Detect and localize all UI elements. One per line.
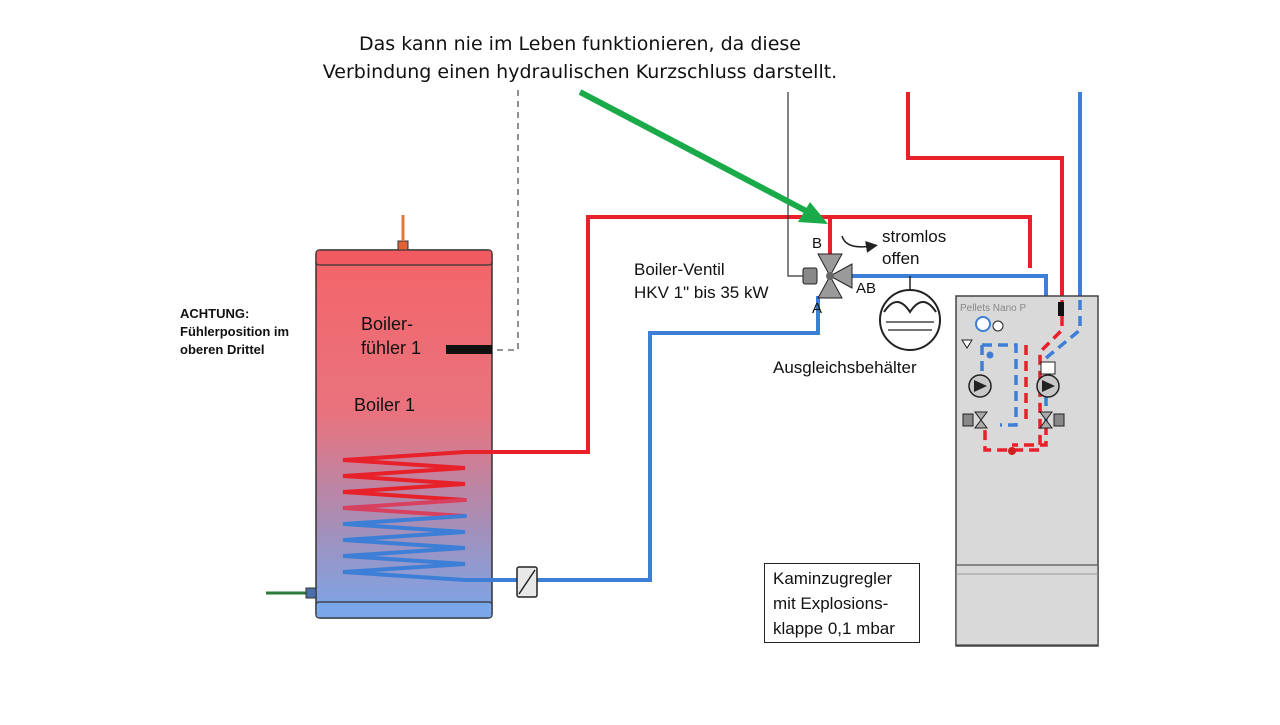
valve-state-label: stromlos offen xyxy=(882,226,946,270)
return-line-damper xyxy=(516,566,538,598)
sensor-label-line-1: Boiler- xyxy=(361,314,414,334)
chimney-line-2: mit Explosions- xyxy=(773,594,889,613)
chimney-regulator-box: Kaminzugregler mit Explosions- klappe 0,… xyxy=(764,563,920,643)
sensor-warning: ACHTUNG: Fühlerposition im oberen Dritte… xyxy=(180,305,289,359)
heat-exchanger-coil xyxy=(342,450,467,582)
warning-line-3: oberen Drittel xyxy=(180,342,265,357)
valve-port-a: A xyxy=(812,300,823,317)
valve-state-line-1: stromlos xyxy=(882,227,947,246)
chimney-line-3: klappe 0,1 mbar xyxy=(773,619,895,638)
normally-open-arrow xyxy=(841,235,878,253)
boiler-sensor-label: Boiler- fühler 1 xyxy=(361,312,421,360)
valve-port-b: B xyxy=(812,235,823,252)
valve-control-wire xyxy=(787,92,803,277)
cold-return-pipe xyxy=(465,296,820,582)
expansion-tank-label: Ausgleichsbehälter xyxy=(773,358,917,377)
valve-label-line-2: HKV 1" bis 35 kW xyxy=(634,283,769,302)
three-way-valve xyxy=(802,253,853,299)
warning-line-1: ACHTUNG: xyxy=(180,306,250,321)
hot-supply-pipe xyxy=(465,215,1032,454)
pellet-unit-label: Pellets Nano P xyxy=(960,303,1027,314)
callout-text: Das kann nie im Leben funktionieren, da … xyxy=(280,30,880,86)
valve-port-ab: AB xyxy=(856,280,877,297)
callout-arrow xyxy=(578,89,828,224)
callout-line-1: Das kann nie im Leben funktionieren, da … xyxy=(358,33,801,55)
expansion-tank-symbol xyxy=(879,276,941,351)
valve-label-line-1: Boiler-Ventil xyxy=(634,260,725,279)
warning-line-2: Fühlerposition im xyxy=(180,324,290,339)
flow-pipe-top xyxy=(906,92,1064,300)
valve-ab-pipe xyxy=(850,274,1048,300)
boiler-name-label: Boiler 1 xyxy=(354,395,416,415)
callout-line-2: Verbindung einen hydraulischen Kurzschlu… xyxy=(322,61,838,83)
pellet-boiler-unit xyxy=(955,295,1099,647)
valve-label: Boiler-Ventil HKV 1" bis 35 kW xyxy=(634,258,769,304)
sensor-label-line-2: fühler 1 xyxy=(361,338,422,358)
valve-state-line-2: offen xyxy=(882,249,920,268)
chimney-line-1: Kaminzugregler xyxy=(773,569,893,588)
